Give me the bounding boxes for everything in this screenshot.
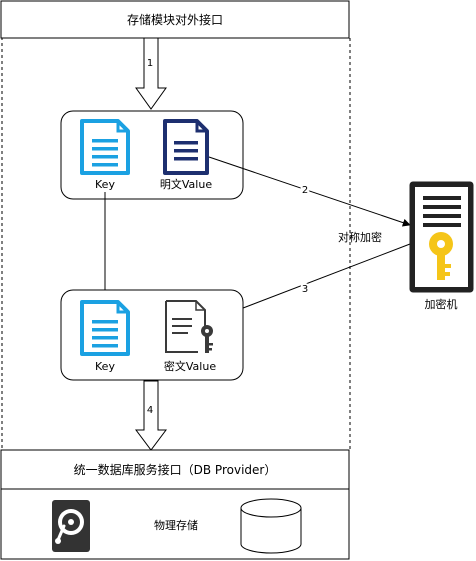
key-document-icon bbox=[80, 119, 130, 175]
ciphertext-group[interactable]: Key 密文Value bbox=[60, 289, 244, 381]
plain-value-document-icon bbox=[163, 119, 209, 175]
db-provider-box[interactable]: 统一数据库服务接口（DB Provider） bbox=[0, 449, 350, 490]
flow-arrow-4: 4 bbox=[135, 380, 167, 451]
plain-value-label: 明文Value bbox=[160, 177, 212, 191]
server-key-icon bbox=[409, 181, 474, 293]
storage-module-boundary bbox=[1, 37, 351, 451]
cipher-key-document-icon bbox=[80, 300, 130, 356]
physical-storage-box[interactable]: 物理存储 bbox=[0, 488, 350, 560]
encrypted-document-icon bbox=[165, 300, 213, 353]
hard-disk-icon bbox=[52, 500, 90, 552]
encryptor-label: 加密机 bbox=[425, 297, 458, 311]
step-1-label: 1 bbox=[147, 58, 153, 69]
plain-key-label: Key bbox=[95, 178, 115, 191]
db-provider-label: 统一数据库服务接口（DB Provider） bbox=[74, 462, 277, 477]
top-interface-label: 存储模块对外接口 bbox=[127, 12, 223, 27]
edge-3-arrow bbox=[216, 243, 411, 320]
top-interface-box[interactable]: 存储模块对外接口 bbox=[0, 0, 350, 39]
step-2-label: 2 bbox=[302, 185, 308, 196]
cipher-value-label: 密文Value bbox=[164, 359, 216, 373]
encryptor-node[interactable]: 加密机 bbox=[409, 181, 474, 311]
edge-2-arrow bbox=[208, 156, 411, 227]
symmetric-encryption-label: 对称加密 bbox=[338, 230, 382, 244]
flow-arrow-1: 1 bbox=[135, 37, 167, 110]
plaintext-group[interactable]: Key 明文Value bbox=[60, 110, 244, 200]
database-cylinder-icon bbox=[240, 498, 302, 554]
step-3-label: 3 bbox=[302, 284, 308, 295]
step-4-label: 4 bbox=[147, 405, 153, 416]
physical-storage-label: 物理存储 bbox=[154, 518, 198, 532]
cipher-key-label: Key bbox=[95, 360, 115, 373]
